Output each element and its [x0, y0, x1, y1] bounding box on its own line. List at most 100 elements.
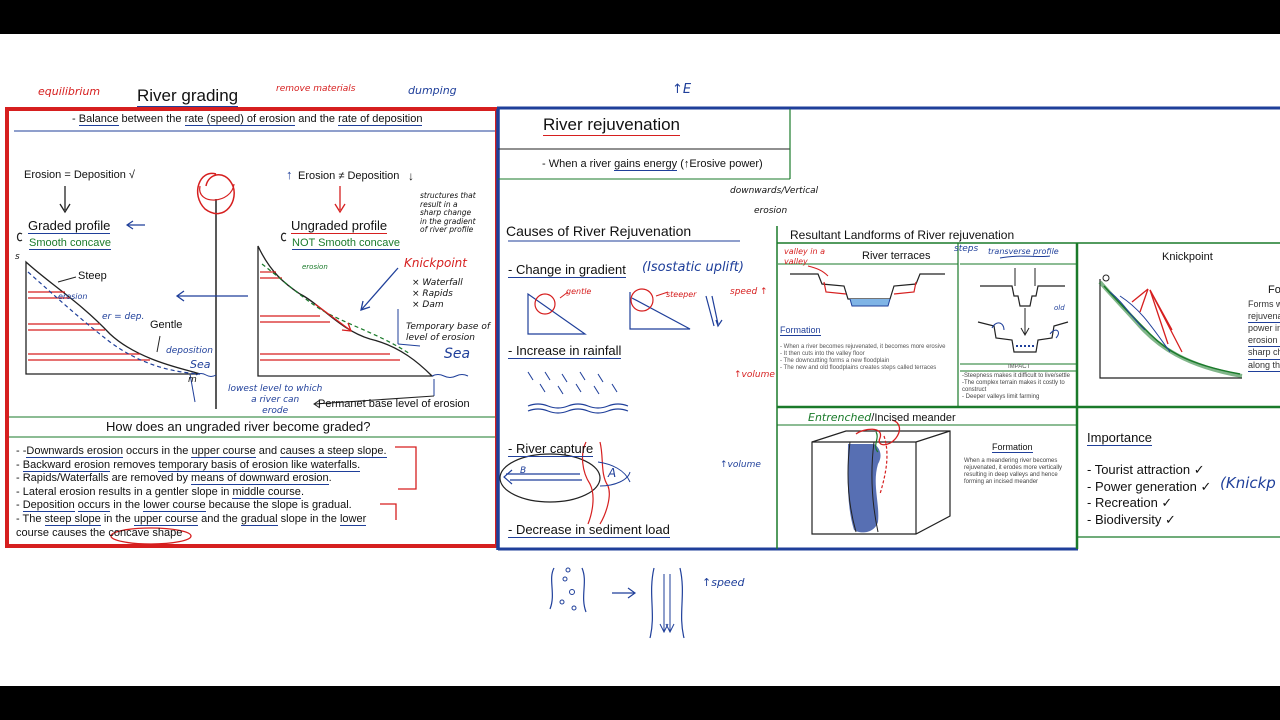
lowest-level-annot: lowest level to which a river can erode — [228, 384, 322, 417]
knick-list-item: × Rapids — [412, 289, 453, 299]
answer-text: upper course — [133, 512, 199, 526]
importance-item: - Biodiversity ✓ — [1087, 511, 1176, 527]
knick-text-line: Forms w — [1248, 299, 1280, 309]
rej-def-gains: gains energy — [614, 158, 678, 171]
def-rate-erosion: rate (speed) of erosion — [184, 113, 296, 126]
axis-label-s: s — [15, 252, 20, 262]
knick-text-line: along th — [1248, 360, 1280, 372]
answer-item: - Rapids/Waterfalls are removed by means… — [16, 472, 387, 486]
answer-text: - - — [16, 445, 27, 457]
impact-item: - Deeper valleys limit farming — [962, 394, 1040, 400]
answer-item: - The steep slope in the upper course an… — [16, 512, 387, 527]
graded-equation: Erosion = Deposition √ — [24, 169, 135, 181]
knickpoint-title: Knickpoint — [1162, 251, 1213, 263]
label-river-b: B — [520, 466, 527, 476]
terraces-formation-title: Formation — [780, 325, 821, 336]
annot-downwards: downwards/Vertical — [730, 186, 819, 196]
label-erosion: erosion — [58, 292, 88, 301]
ungraded-equation: Erosion ≠ Deposition — [298, 170, 400, 182]
rej-def-part: - When a river — [542, 158, 615, 170]
terraces-formation-list: - When a river becomes rejuvenated, it b… — [780, 344, 956, 372]
answer-item: - Lateral erosion results in a gentler s… — [16, 485, 387, 500]
incised-title: Entrenched/Incised meander — [808, 411, 956, 424]
permanent-base-label: Permanet base level of erosion — [318, 398, 470, 410]
knick-text-line: power in — [1248, 323, 1280, 333]
whiteboard-canvas: equilibrium River grading remove materia… — [0, 34, 1280, 686]
importance-item: - Power generation ✓ — [1087, 478, 1212, 494]
annot-structures-line: of river profile — [420, 225, 474, 234]
knick-list-item: × Waterfall — [412, 278, 463, 288]
terraces-title: River terraces — [862, 250, 931, 262]
rejuvenation-definition: - When a river gains energy (↑Erosive po… — [542, 158, 763, 171]
impact-item: -Steepness makes it difficult to live/se… — [962, 373, 1070, 379]
knickpoint-fo: Fo — [1268, 284, 1280, 296]
annot-remove-materials: remove materials — [276, 84, 356, 94]
answer-text: means of downward erosion — [191, 472, 329, 486]
answer-text: - The — [16, 512, 45, 525]
label-erosion-ungraded: erosion — [302, 263, 328, 271]
annot-transverse: transverse profile — [988, 247, 1059, 256]
cause-capture: - River capture — [508, 441, 594, 457]
importance-title: Importance — [1087, 430, 1153, 446]
knick-text-line: sharp ch — [1248, 347, 1280, 360]
label-speed-up: speed ↑ — [730, 287, 768, 297]
def-prefix: - — [72, 113, 79, 125]
importance-item: - Recreation ✓ — [1087, 495, 1173, 510]
answer-text: because the slope is gradual. — [205, 499, 352, 512]
temp-base-line: level of erosion — [406, 333, 475, 343]
formation-item: - The downcutting forms a new floodplain — [780, 358, 890, 364]
impact-title: IMPACT — [1008, 364, 1031, 370]
answer-text: - — [16, 499, 23, 512]
label-sea-ungraded: Sea — [444, 346, 471, 362]
incised-annot: Entrenched — [808, 411, 872, 424]
answer-text: removes — [110, 458, 159, 471]
causes-title: Causes of River Rejuvenation — [506, 223, 692, 239]
answer-text: Backward erosion — [22, 458, 111, 472]
answers-list: - -Downwards erosion occurs in the upper… — [16, 445, 387, 540]
cause-gradient: - Change in gradient — [508, 262, 626, 278]
answer-item: - Backward erosion removes temporary bas… — [16, 458, 387, 473]
graded-profile-label: Graded profile — [28, 218, 111, 234]
answer-text: temporary basis of erosion like waterfal… — [158, 458, 361, 472]
annot-structures-line: sharp change — [420, 208, 472, 217]
answer-text: steep slope — [44, 512, 101, 526]
answer-text: occurs — [77, 499, 111, 513]
annot-structures-line: result in a — [420, 199, 458, 209]
answer-text: occurs in the — [123, 445, 192, 457]
label-er-dep: er = dep. — [102, 312, 145, 322]
answer-text: lower course — [143, 499, 206, 513]
lowest-level-line: lowest level to which — [228, 384, 323, 394]
def-balance: Balance — [78, 113, 119, 126]
label-deposition: deposition — [166, 346, 213, 356]
answer-text: slope in the — [277, 512, 340, 525]
annot-up-energy: ↑E — [672, 82, 692, 97]
label-gentle: Gentle — [150, 319, 183, 331]
annot-dumping: dumping — [408, 84, 457, 97]
annot-structures-line: in the gradient — [420, 216, 476, 226]
answer-text: . — [300, 485, 304, 498]
incised-title-text: /Incised meander — [871, 412, 956, 424]
answer-text: gradual — [240, 512, 278, 526]
question-heading: How does an ungraded river become graded… — [106, 419, 371, 434]
answer-text: causes a steep slope. — [280, 445, 387, 458]
answer-text: Deposition — [22, 499, 75, 513]
down-arrow-icon: ↓ — [408, 169, 414, 183]
label-sea-graded: Sea — [190, 358, 211, 371]
def-rate-deposition: rate of deposition — [338, 113, 423, 126]
formation-item: - It then cuts into the valley floor — [780, 351, 865, 357]
answer-text: middle course — [232, 485, 301, 499]
rej-def-part: (↑Erosive power) — [677, 158, 763, 170]
importance-list: - Tourist attraction ✓ - Power generatio… — [1087, 462, 1211, 528]
impact-list: -Steepness makes it difficult to live/se… — [962, 373, 1074, 401]
answer-text: - Lateral erosion results in a gentler s… — [16, 485, 233, 498]
label-steep: Steep — [78, 270, 107, 282]
knick-list-item: × Dam — [412, 300, 444, 310]
rejuvenation-title: River rejuvenation — [543, 115, 681, 136]
answer-text: and the — [198, 512, 241, 525]
incised-formation-text: When a meandering river becomes rejuvena… — [964, 458, 1063, 485]
label-volume-capture: ↑volume — [720, 460, 761, 470]
annot-valley-in-valley: valley in a valley — [784, 247, 826, 266]
knickpoint-list: × Waterfall × Rapids × Dam — [412, 278, 463, 311]
annot-steps: steps — [954, 244, 979, 254]
label-old-floodplain: old — [1054, 304, 1065, 312]
